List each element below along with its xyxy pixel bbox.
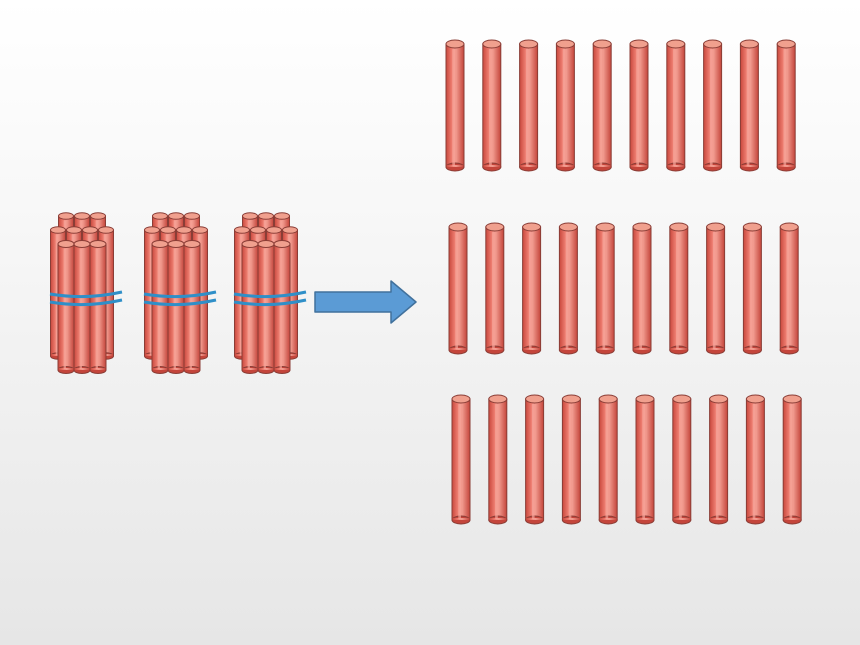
counting-stick-icon — [629, 39, 649, 172]
counting-stick-icon — [632, 222, 652, 355]
counting-stick-icon — [672, 394, 692, 525]
counting-stick-icon — [488, 394, 508, 525]
bundle-stick — [183, 239, 201, 375]
bundle-stick — [89, 239, 107, 375]
counting-stick-icon — [595, 222, 615, 355]
bundle-band — [233, 290, 307, 307]
bundle-stick — [167, 239, 185, 375]
counting-stick-icon — [745, 394, 765, 525]
loose-sticks-row — [451, 394, 802, 525]
loose-sticks-row — [448, 222, 799, 355]
loose-sticks-row — [445, 39, 796, 172]
bundle-stick — [241, 239, 259, 375]
counting-stick-icon — [522, 222, 542, 355]
counting-stick-icon — [445, 39, 465, 172]
counting-stick-icon — [669, 222, 689, 355]
counting-stick-icon — [703, 39, 723, 172]
counting-stick-icon — [558, 222, 578, 355]
bundle-stick — [57, 239, 75, 375]
counting-stick-icon — [776, 39, 796, 172]
counting-stick-icon — [519, 39, 539, 172]
counting-stick-icon — [451, 394, 471, 525]
stick-bundle-icon — [233, 212, 307, 375]
counting-stick-icon — [779, 222, 799, 355]
counting-stick-icon — [482, 39, 502, 172]
bundle-band — [143, 290, 217, 307]
counting-stick-icon — [561, 394, 581, 525]
stick-bundles-group — [49, 212, 307, 375]
loose-sticks-group — [445, 39, 802, 525]
bundle-band — [49, 290, 123, 307]
counting-stick-icon — [742, 222, 762, 355]
counting-stick-icon — [709, 394, 729, 525]
counting-stick-icon — [635, 394, 655, 525]
counting-stick-icon — [598, 394, 618, 525]
right-arrow-icon — [314, 280, 417, 324]
counting-stick-icon — [448, 222, 468, 355]
bundle-stick — [73, 239, 91, 375]
counting-stick-icon — [782, 394, 802, 525]
bundle-stick — [257, 239, 275, 375]
counting-stick-icon — [706, 222, 726, 355]
counting-stick-icon — [525, 394, 545, 525]
counting-stick-icon — [485, 222, 505, 355]
counting-stick-icon — [666, 39, 686, 172]
stick-bundle-icon — [49, 212, 123, 375]
counting-stick-icon — [592, 39, 612, 172]
counting-stick-icon — [739, 39, 759, 172]
counting-stick-icon — [555, 39, 575, 172]
bundle-stick — [151, 239, 169, 375]
stick-bundle-icon — [143, 212, 217, 375]
bundle-stick — [273, 239, 291, 375]
